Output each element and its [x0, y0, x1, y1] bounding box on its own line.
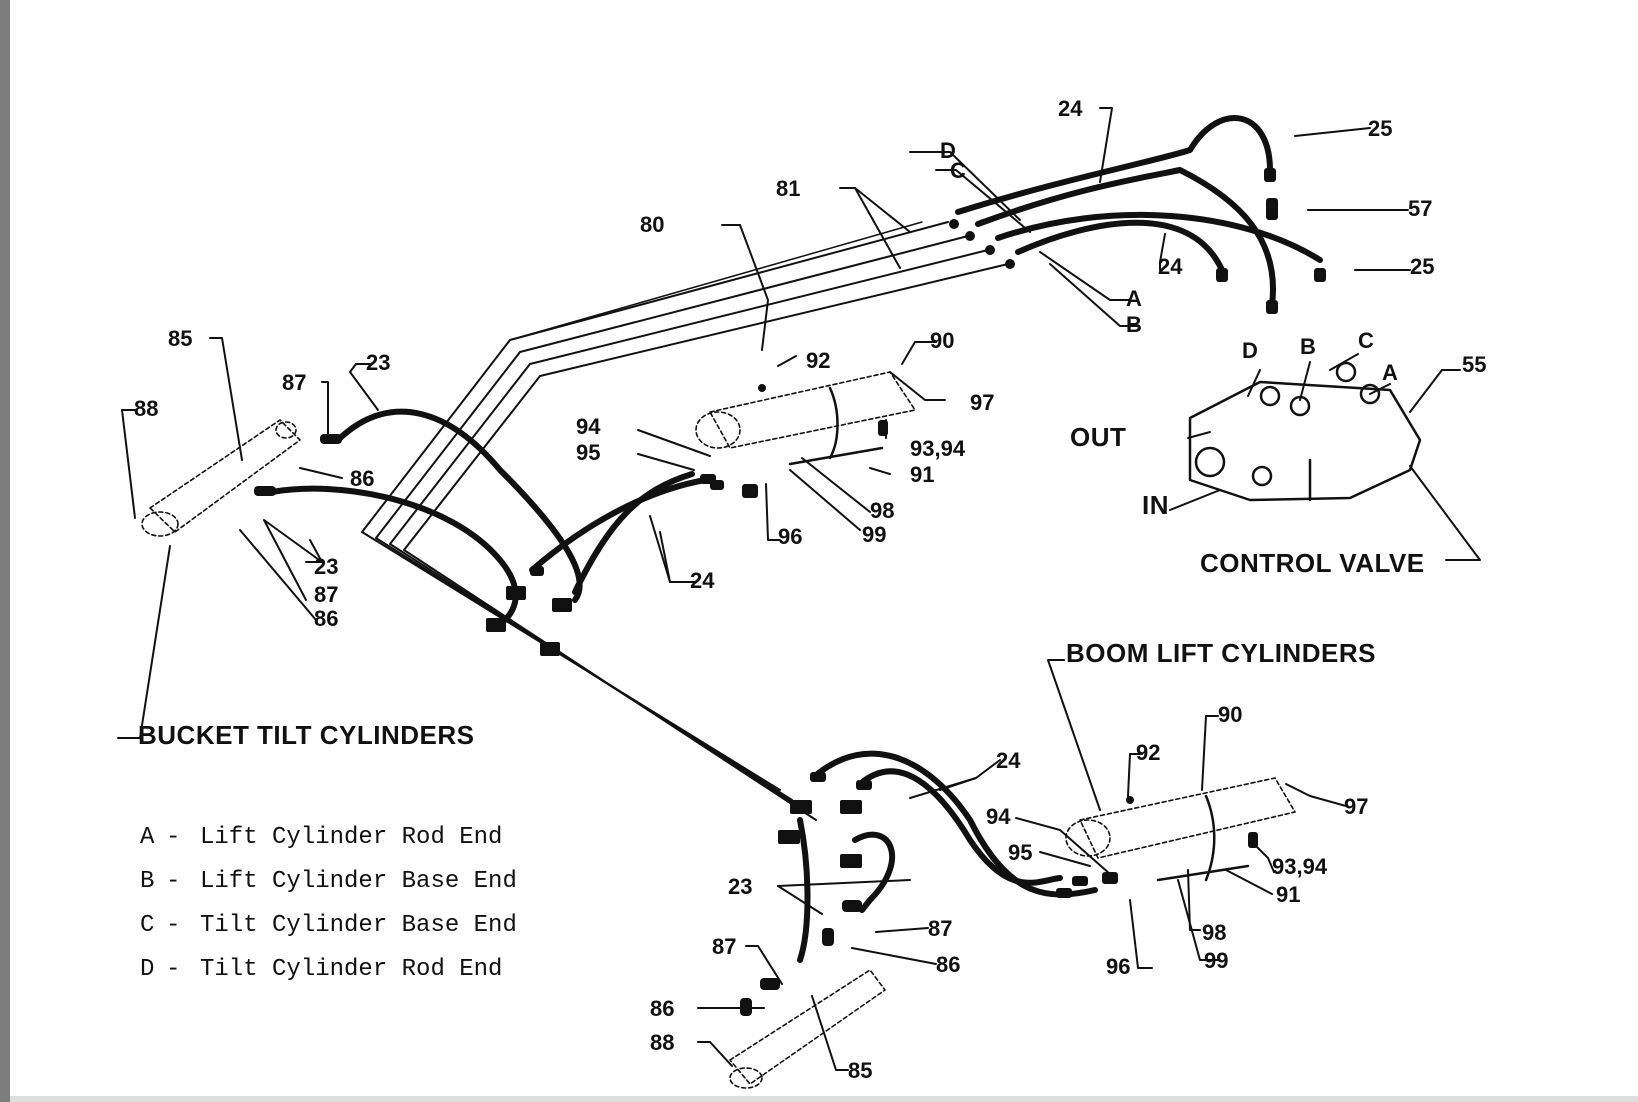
callout-24-top: 24 [1058, 96, 1083, 121]
callout-55: 55 [1462, 352, 1487, 377]
callout-99-top: 99 [862, 522, 887, 547]
title-bucket-tilt-cylinders: BUCKET TILT CYLINDERS [138, 720, 475, 750]
hoses-top [955, 115, 1323, 308]
callout-24-mid: 24 [1158, 254, 1183, 279]
callout-86-bot-left: 86 [650, 996, 675, 1021]
callout-98-top: 98 [870, 498, 895, 523]
callout-23-low: 23 [314, 554, 339, 579]
legend-key: A [140, 824, 155, 851]
callout-a-valve: A [1382, 360, 1398, 385]
callout-91-bot: 91 [1276, 882, 1301, 907]
callout-24-bot: 24 [996, 748, 1021, 773]
hydraulic-diagram: 80 81 D C 24 25 57 24 25 A B 85 88 87 23… [10, 0, 1638, 1096]
callout-57: 57 [1408, 196, 1433, 221]
callout-86-top: 86 [350, 466, 375, 491]
lift-cylinder-bottom [1065, 777, 1296, 859]
callout-23-bot: 23 [728, 874, 753, 899]
callout-25-top: 25 [1368, 116, 1393, 141]
legend-row: C-Tilt Cylinder Base End [140, 914, 517, 938]
legend-row: D-Tilt Cylinder Rod End [140, 958, 502, 982]
callout-94-top: 94 [576, 414, 601, 439]
window-bottom-border [10, 1096, 1638, 1102]
callout-90-top: 90 [930, 328, 955, 353]
callout-86-low: 86 [314, 606, 339, 631]
callout-d-top: D [940, 138, 956, 163]
title-boom-lift-cylinders: BOOM LIFT CYLINDERS [1066, 638, 1376, 668]
callout-93-94-bot: 93,94 [1272, 854, 1328, 879]
callout-c-top: C [950, 158, 966, 183]
title-control-valve: CONTROL VALVE [1200, 548, 1425, 578]
legend-dash: - [166, 824, 181, 851]
legend-dash: - [166, 956, 181, 983]
clamps [788, 386, 1250, 882]
callout-87-top: 87 [282, 370, 307, 395]
callout-96-top: 96 [778, 524, 803, 549]
callout-87-low: 87 [314, 582, 339, 607]
callout-23-top: 23 [366, 350, 391, 375]
callout-80: 80 [640, 212, 665, 237]
fittings [254, 168, 1326, 1016]
lift-cylinder-top [695, 371, 916, 449]
legend-key: B [140, 868, 155, 895]
callout-88-top: 88 [134, 396, 159, 421]
legend-text: Tilt Cylinder Base End [200, 912, 517, 939]
callout-b-right: B [1126, 312, 1142, 337]
callout-87-bot-left: 87 [712, 934, 737, 959]
legend-dash: - [166, 912, 181, 939]
legend-row: A-Lift Cylinder Rod End [140, 826, 502, 850]
callout-87-bot-right: 87 [928, 916, 953, 941]
callout-86-bot-right: 86 [936, 952, 961, 977]
legend-key: C [140, 912, 155, 939]
label-out: OUT [1070, 422, 1127, 452]
legend-text: Lift Cylinder Base End [200, 868, 517, 895]
callout-a-right: A [1126, 286, 1142, 311]
callout-97-top: 97 [970, 390, 995, 415]
label-in: IN [1142, 490, 1169, 520]
steel-tubes [361, 221, 1009, 821]
callout-91-top: 91 [910, 462, 935, 487]
leader-lines [117, 107, 1481, 1071]
callout-92-bot: 92 [1136, 740, 1161, 765]
callout-81: 81 [776, 176, 801, 201]
legend-dash: - [166, 868, 181, 895]
callout-99-bot: 99 [1204, 948, 1229, 973]
callout-98-bot: 98 [1202, 920, 1227, 945]
callout-94-bot: 94 [986, 804, 1011, 829]
callout-97-bot: 97 [1344, 794, 1369, 819]
bucket-cylinder-lower [729, 969, 886, 1089]
callout-25-right: 25 [1410, 254, 1435, 279]
legend-text: Lift Cylinder Rod End [200, 824, 503, 851]
callout-95-bot: 95 [1008, 840, 1033, 865]
callout-24-center: 24 [690, 568, 715, 593]
callout-85-bot: 85 [848, 1058, 873, 1083]
legend-text: Tilt Cylinder Rod End [200, 956, 503, 983]
diagram-drawing [117, 107, 1481, 1089]
hoses-bucket [269, 408, 708, 623]
callout-93-94-top: 93,94 [910, 436, 966, 461]
callout-90-bot: 90 [1218, 702, 1243, 727]
callout-b-valve: B [1300, 334, 1316, 359]
legend-key: D [140, 956, 155, 983]
bucket-cylinder [141, 419, 301, 537]
legend-row: B-Lift Cylinder Base End [140, 870, 517, 894]
window-left-border [0, 0, 10, 1102]
callout-92-top: 92 [806, 348, 831, 373]
callout-85-top: 85 [168, 326, 193, 351]
callout-d-valve: D [1242, 338, 1258, 363]
callout-c-valve: C [1358, 328, 1374, 353]
callout-88-bot: 88 [650, 1030, 675, 1055]
callout-95-top: 95 [576, 440, 601, 465]
hoses-bottom [797, 750, 1098, 963]
callout-96-bot: 96 [1106, 954, 1131, 979]
